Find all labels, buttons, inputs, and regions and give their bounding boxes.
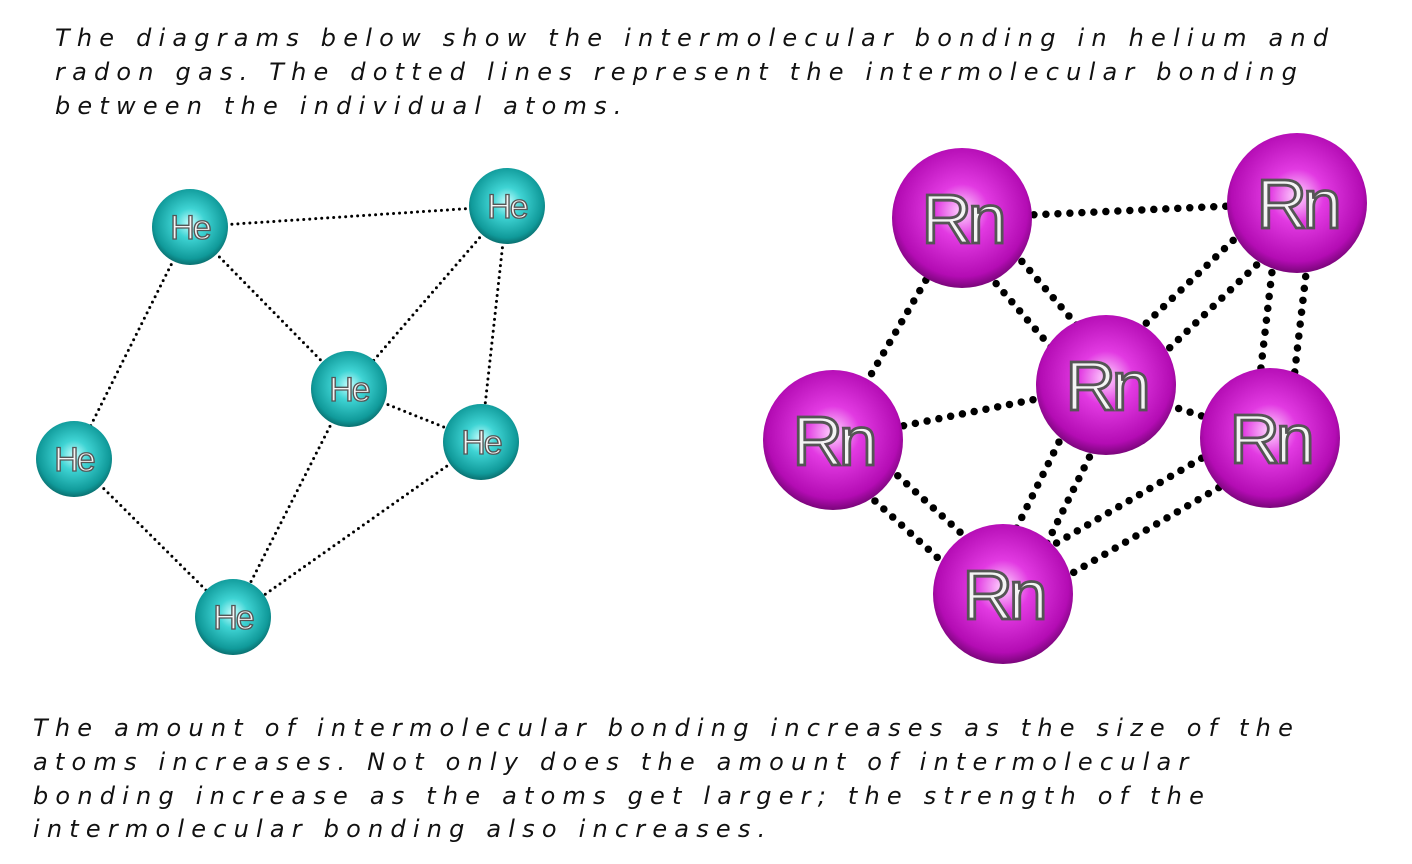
radon-sphere bbox=[1200, 368, 1340, 508]
radon-sphere bbox=[1036, 315, 1176, 455]
helium-label: He bbox=[54, 441, 95, 479]
radon-atom: Rn bbox=[1200, 368, 1340, 508]
bond-line bbox=[347, 204, 509, 391]
radon-label: Rn bbox=[792, 402, 873, 480]
conclusion-line-1: The amount of intermolecular bonding inc… bbox=[33, 714, 1301, 742]
bond-line bbox=[188, 225, 351, 391]
radon-label: Rn bbox=[962, 556, 1043, 634]
radon-label: Rn bbox=[1065, 347, 1146, 425]
helium-label: He bbox=[329, 371, 370, 409]
radon-label: Rn bbox=[921, 180, 1002, 258]
intro-line-2: radon gas. The dotted lines represent th… bbox=[55, 58, 1305, 86]
bond-line bbox=[1113, 211, 1313, 402]
bond-line bbox=[479, 204, 509, 444]
bond-line bbox=[72, 225, 192, 461]
helium-sphere bbox=[469, 168, 545, 244]
radon-atom: Rn bbox=[892, 148, 1032, 288]
helium-sphere bbox=[152, 189, 228, 265]
helium-atom: He bbox=[469, 168, 545, 244]
helium-atom: He bbox=[36, 421, 112, 497]
bond-line bbox=[231, 387, 351, 619]
conclusion-line-3: bonding increase as the atoms get larger… bbox=[33, 782, 1212, 810]
helium-label: He bbox=[213, 599, 254, 637]
radon-sphere bbox=[1227, 133, 1367, 273]
helium-label: He bbox=[461, 424, 502, 462]
helium-atom: He bbox=[195, 579, 271, 655]
helium-sphere bbox=[36, 421, 112, 497]
radon-atom: Rn bbox=[1227, 133, 1367, 273]
conclusion-line-2: atoms increases. Not only does the amoun… bbox=[33, 748, 1196, 776]
radon-sphere bbox=[763, 370, 903, 510]
helium-label: He bbox=[170, 209, 211, 247]
helium-label: He bbox=[487, 188, 528, 226]
radon-label: Rn bbox=[1256, 165, 1337, 243]
radon-sphere bbox=[892, 148, 1032, 288]
intro-line-3: between the individual atoms. bbox=[55, 92, 629, 120]
helium-atom: He bbox=[443, 404, 519, 480]
radon-atom: Rn bbox=[763, 370, 903, 510]
radon-label: Rn bbox=[1229, 400, 1310, 478]
conclusion-line-4: intermolecular bonding also increases. bbox=[33, 815, 773, 843]
helium-sphere bbox=[195, 579, 271, 655]
helium-atom: He bbox=[311, 351, 387, 427]
radon-atom: Rn bbox=[1036, 315, 1176, 455]
helium-atom: He bbox=[152, 189, 228, 265]
bond-line bbox=[188, 204, 509, 229]
helium-sphere bbox=[443, 404, 519, 480]
bond-line bbox=[1090, 186, 1290, 377]
helium-sphere bbox=[311, 351, 387, 427]
radon-atom: Rn bbox=[933, 524, 1073, 664]
intro-line-1: The diagrams below show the intermolecul… bbox=[55, 24, 1336, 52]
bond-line bbox=[231, 440, 483, 619]
radon-sphere bbox=[933, 524, 1073, 664]
